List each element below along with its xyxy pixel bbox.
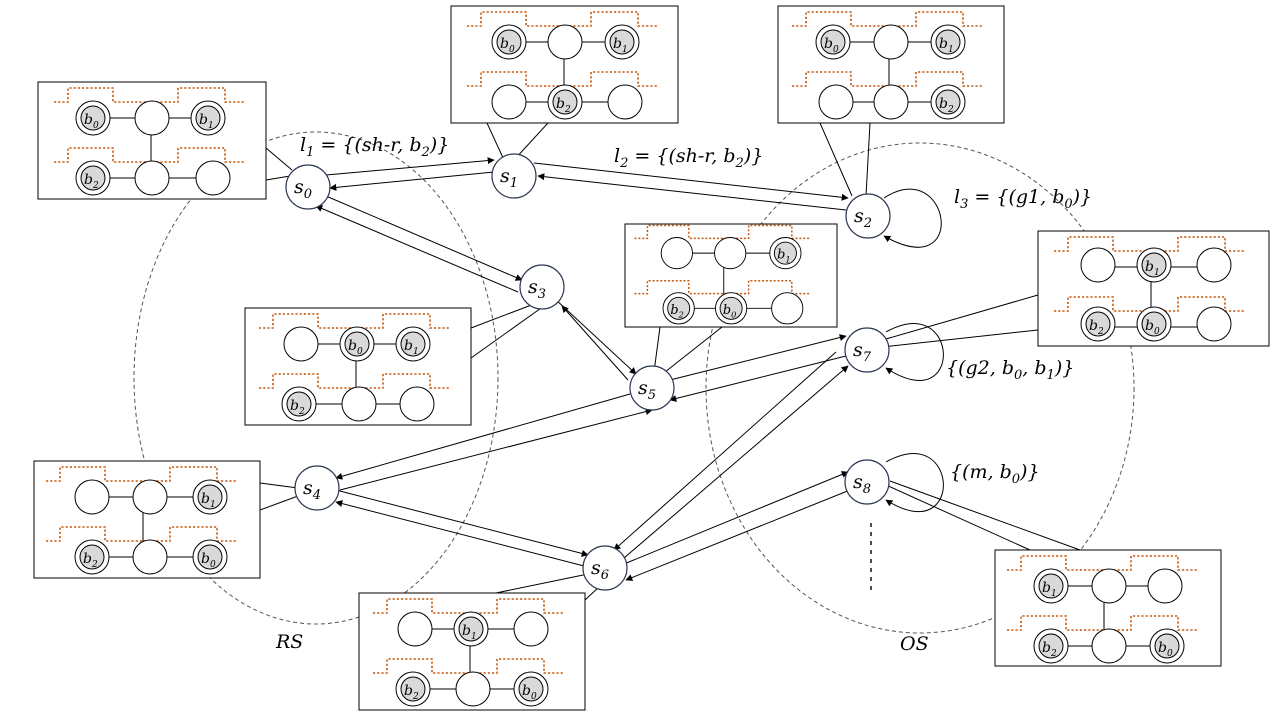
config-panel-s6: b1 b2 b0 bbox=[358, 592, 586, 711]
state-s7: s7 bbox=[844, 327, 890, 373]
transition-edges bbox=[315, 157, 944, 581]
svg-text:s4: s4 bbox=[303, 477, 321, 503]
rs-region bbox=[133, 131, 499, 625]
svg-text:s6: s6 bbox=[591, 557, 609, 583]
config-panel-s4: b1 b2 b0 bbox=[33, 460, 261, 579]
config-panel-s0: b0 b1 b2 bbox=[37, 81, 267, 200]
label-l1: l1 = {(sh-r, b2)} bbox=[300, 134, 449, 160]
config-panel-s5: b1 b2 b0 bbox=[624, 223, 838, 328]
label-g2: {(g2, b0, b1)} bbox=[946, 357, 1074, 383]
label-l2: l2 = {(sh-r, b2)} bbox=[614, 145, 763, 171]
svg-text:s1: s1 bbox=[500, 165, 518, 191]
svg-text:s5: s5 bbox=[638, 377, 656, 403]
label-l3: l3 = {(g1, b0)} bbox=[954, 186, 1092, 212]
label-m: {(m, b0)} bbox=[950, 461, 1040, 487]
config-panel-s8: b1 b2 b0 bbox=[994, 549, 1222, 667]
state-s2: s2 bbox=[845, 193, 891, 239]
callout-leaders bbox=[259, 122, 1081, 601]
config-panel-s3: b0 b1 b2 bbox=[244, 307, 472, 426]
state-s8: s8 bbox=[844, 459, 890, 505]
svg-text:s8: s8 bbox=[853, 471, 871, 497]
state-s4: s4 bbox=[294, 465, 340, 511]
svg-text:s7: s7 bbox=[853, 339, 872, 365]
svg-text:s0: s0 bbox=[294, 176, 312, 202]
config-panel-s2: b0 b1 b2 bbox=[777, 5, 1005, 124]
config-panel-s1: b0 b1 b2 bbox=[450, 5, 679, 124]
config-panel-s7: b1 b2 b0 bbox=[1037, 230, 1270, 347]
rs-label: RS bbox=[275, 631, 303, 653]
state-s0: s0 bbox=[285, 164, 331, 210]
svg-text:s2: s2 bbox=[854, 205, 872, 231]
os-label: OS bbox=[900, 633, 929, 655]
state-s6: s6 bbox=[582, 545, 628, 591]
state-s3: s3 bbox=[519, 264, 565, 310]
os-region bbox=[705, 142, 1135, 634]
svg-text:s3: s3 bbox=[528, 276, 546, 302]
state-s1: s1 bbox=[491, 153, 537, 199]
state-s5: s5 bbox=[629, 365, 675, 411]
